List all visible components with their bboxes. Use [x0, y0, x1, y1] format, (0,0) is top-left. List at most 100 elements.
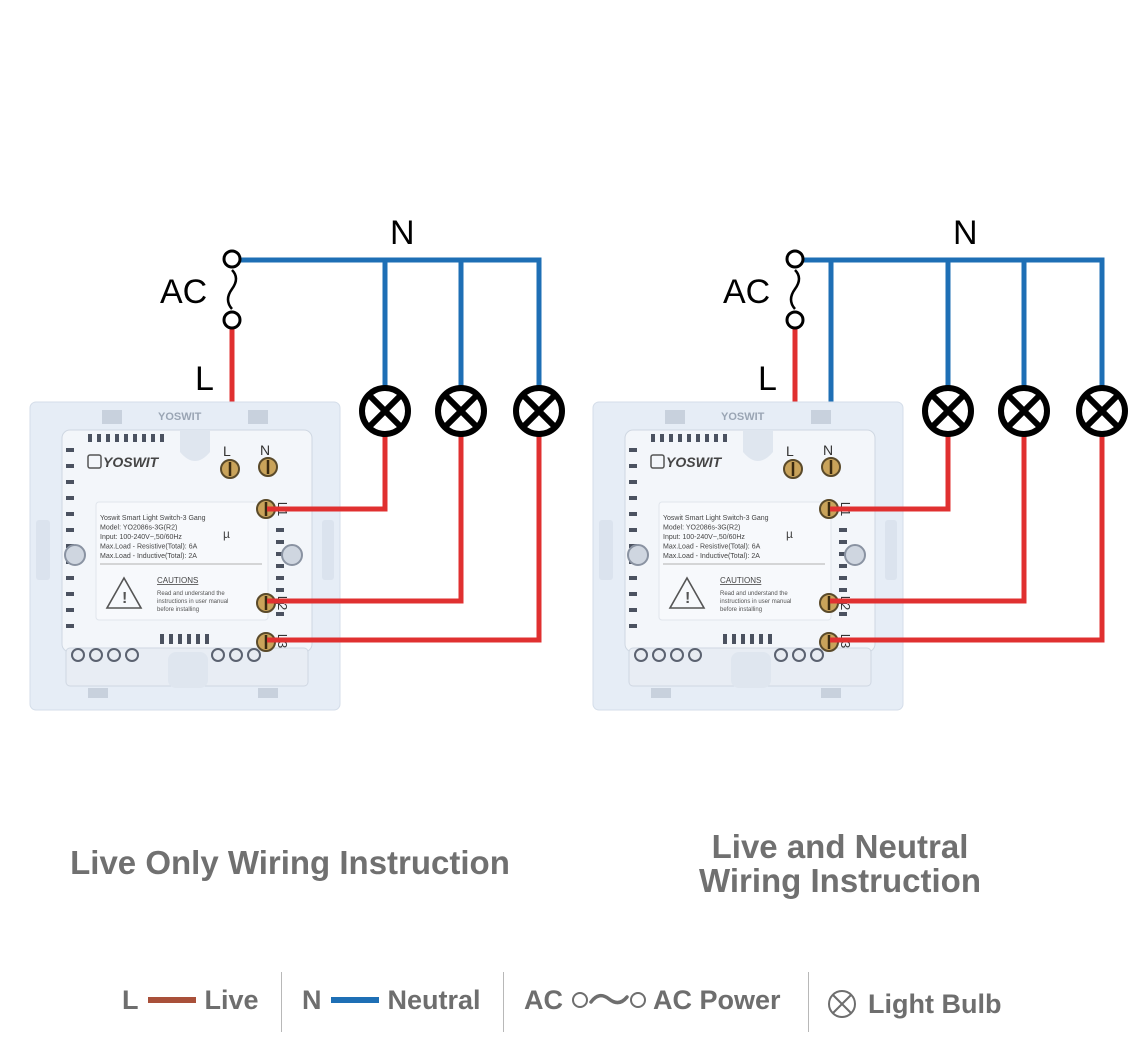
- screw-terminal: [220, 459, 240, 479]
- caution-mark: !: [122, 590, 127, 607]
- vent-slot: [660, 434, 664, 442]
- legend-live-swatch: [147, 997, 196, 1003]
- caution-line: instructions in user manual: [720, 599, 791, 605]
- vent-slot: [629, 448, 637, 452]
- vent-slot: [629, 608, 637, 612]
- live-wire: [267, 411, 464, 604]
- legend: L Live N Neutral AC AC Power Light Bulb: [0, 972, 1140, 1034]
- bulb-cross: [367, 393, 403, 429]
- vent-slot: [66, 448, 74, 452]
- legend-live: L Live: [122, 982, 259, 1018]
- light-bulb-icon: [998, 385, 1050, 437]
- vent-slot: [276, 528, 284, 532]
- vent-slot: [723, 434, 727, 442]
- module-notch: [168, 652, 208, 688]
- base-screw: [71, 648, 85, 662]
- spec-line: Max.Load - Inductive(Total): 2A: [100, 553, 197, 560]
- terminal-label-l: L: [786, 443, 794, 459]
- mount-hole: [844, 544, 866, 566]
- base-screw: [670, 648, 684, 662]
- caution-line: before installing: [157, 607, 199, 613]
- vent-slot: [750, 634, 754, 644]
- light-bulb-icon: [513, 385, 565, 437]
- ac-terminal: [222, 310, 242, 330]
- base-screw: [89, 648, 103, 662]
- vent-slot: [169, 634, 173, 644]
- spec-label: [658, 501, 832, 621]
- vent-slot: [723, 634, 727, 644]
- legend-neutral-label: Neutral: [387, 984, 481, 1015]
- base-screw: [634, 648, 648, 662]
- caption-live-neutral-line1: Live and Neutral: [711, 828, 969, 865]
- vent-slot: [669, 434, 673, 442]
- caution-icon: [668, 576, 706, 609]
- caution-line: instructions in user manual: [157, 599, 228, 605]
- vent-slot: [66, 512, 74, 516]
- light-bulb-icon: [1076, 385, 1128, 437]
- vent-slot: [276, 552, 284, 556]
- vent-slot: [629, 512, 637, 516]
- module-notch: [731, 652, 771, 688]
- vent-slot: [839, 564, 847, 568]
- spec-line: Yoswit Smart Light Switch-3 Gang: [663, 515, 769, 522]
- label-live: L: [195, 360, 214, 398]
- vent-slot: [276, 576, 284, 580]
- vent-slot: [839, 528, 847, 532]
- neutral-wire: [795, 257, 1105, 411]
- vent-slot: [629, 480, 637, 484]
- screw-terminal: [783, 459, 803, 479]
- vent-slot: [160, 434, 164, 442]
- vent-slot: [276, 588, 284, 592]
- vent-slot: [768, 634, 772, 644]
- vent-slot: [839, 552, 847, 556]
- spec-line: Model: YO2086s-3G(R2): [100, 525, 177, 532]
- vent-slot: [115, 434, 119, 442]
- plate-tab: [665, 410, 685, 424]
- vent-slot: [66, 528, 74, 532]
- vent-slot: [66, 480, 74, 484]
- legend-divider: [503, 972, 504, 1032]
- ac-wave: [789, 269, 801, 310]
- bulb-cross: [930, 393, 966, 429]
- live-wire: [830, 411, 1105, 643]
- legend-ac: AC AC Power: [524, 982, 781, 1018]
- vent-slot: [741, 634, 745, 644]
- light-bulb-icon: [435, 385, 487, 437]
- vent-slot: [124, 434, 128, 442]
- vent-slot: [629, 576, 637, 580]
- base-screw: [652, 648, 666, 662]
- base-screw: [810, 648, 824, 662]
- light-bulb-icon: [922, 385, 974, 437]
- side-clip: [322, 520, 334, 580]
- mount-hole: [627, 544, 649, 566]
- terminal-label-n: N: [823, 442, 833, 458]
- vent-slot: [66, 608, 74, 612]
- vent-slot: [66, 624, 74, 628]
- screw-terminal: [821, 457, 841, 477]
- ac-terminal: [222, 249, 242, 269]
- vent-slot: [205, 634, 209, 644]
- vent-slot: [687, 434, 691, 442]
- vent-slot: [276, 564, 284, 568]
- mount-hole: [281, 544, 303, 566]
- ac-power-icon: [572, 992, 646, 1008]
- vent-slot: [759, 634, 763, 644]
- vent-slot: [714, 434, 718, 442]
- plate-tab: [248, 410, 268, 424]
- bulb-cross: [1006, 393, 1042, 429]
- caution-mark: !: [685, 590, 690, 607]
- vent-slot: [66, 496, 74, 500]
- bulb-cross: [521, 393, 557, 429]
- vent-slot: [839, 540, 847, 544]
- bulb-cross: [1084, 393, 1120, 429]
- caution-title: CAUTIONS: [157, 576, 198, 585]
- plate-tab: [102, 410, 122, 424]
- spec-symbol: µ: [786, 527, 793, 541]
- vent-slot: [839, 612, 847, 616]
- legend-ac-label: AC Power: [653, 984, 781, 1015]
- brand-logo-box: [87, 454, 102, 469]
